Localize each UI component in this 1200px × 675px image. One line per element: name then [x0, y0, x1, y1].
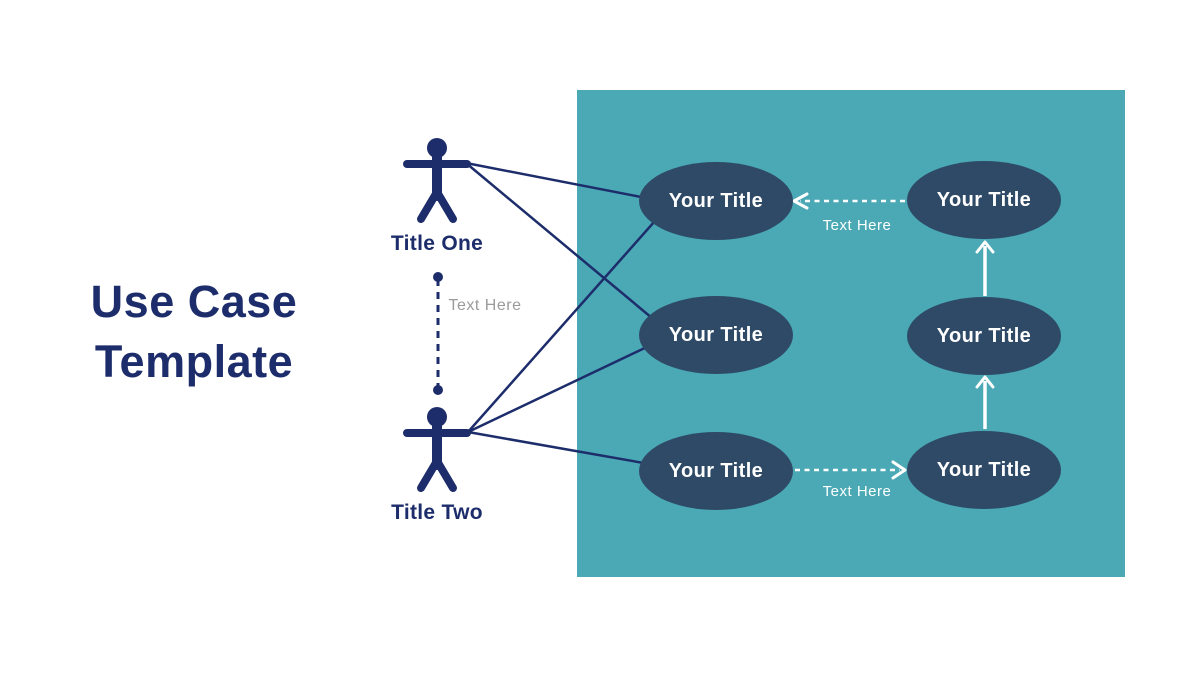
association-lines: [465, 161, 673, 470]
dashed-arrow-bottom: [795, 460, 907, 480]
actor-connector-dot-top: [433, 272, 443, 282]
arrowhead-up-icon: [975, 240, 995, 254]
slide-title: Use Case Template: [90, 276, 298, 387]
arrow-top-label: Text Here: [822, 217, 892, 234]
link-actor2-usecase5: [467, 430, 673, 470]
use-case-node-3: Your Title: [639, 296, 793, 374]
solid-arrow-lower: [975, 375, 995, 429]
actor-two-icon: [403, 407, 471, 492]
arrowhead-up-icon: [975, 375, 995, 389]
actor-connector-label: Text Here: [448, 297, 522, 314]
use-case-node-2: Your Title: [907, 161, 1061, 239]
link-actor1-usecase3: [465, 162, 671, 334]
arrowhead-right-icon: [891, 460, 907, 480]
link-actor2-usecase1: [467, 203, 671, 433]
actor-connector-dot-bottom: [433, 385, 443, 395]
actor-one-icon: [403, 138, 471, 223]
link-actor1-usecase1: [465, 161, 673, 205]
use-case-label: Your Title: [668, 459, 764, 482]
solid-arrow-upper: [975, 240, 995, 296]
use-case-node-1: Your Title: [639, 162, 793, 240]
dashed-arrow-top: [792, 192, 905, 210]
arrowhead-left-icon: [792, 192, 809, 210]
use-case-label: Your Title: [668, 323, 764, 346]
use-case-node-6: Your Title: [907, 431, 1061, 509]
actor-two-label: Title Two: [391, 501, 483, 524]
actor-one-label: Title One: [390, 232, 484, 255]
arrow-bottom-label: Text Here: [822, 483, 892, 500]
use-case-node-4: Your Title: [907, 297, 1061, 375]
use-case-label: Your Title: [668, 189, 764, 212]
link-actor2-usecase3: [467, 334, 671, 434]
use-case-node-5: Your Title: [639, 432, 793, 510]
use-case-label: Your Title: [936, 188, 1032, 211]
use-case-label: Your Title: [936, 458, 1032, 481]
use-case-label: Your Title: [936, 324, 1032, 347]
actor-connector: [433, 272, 443, 395]
